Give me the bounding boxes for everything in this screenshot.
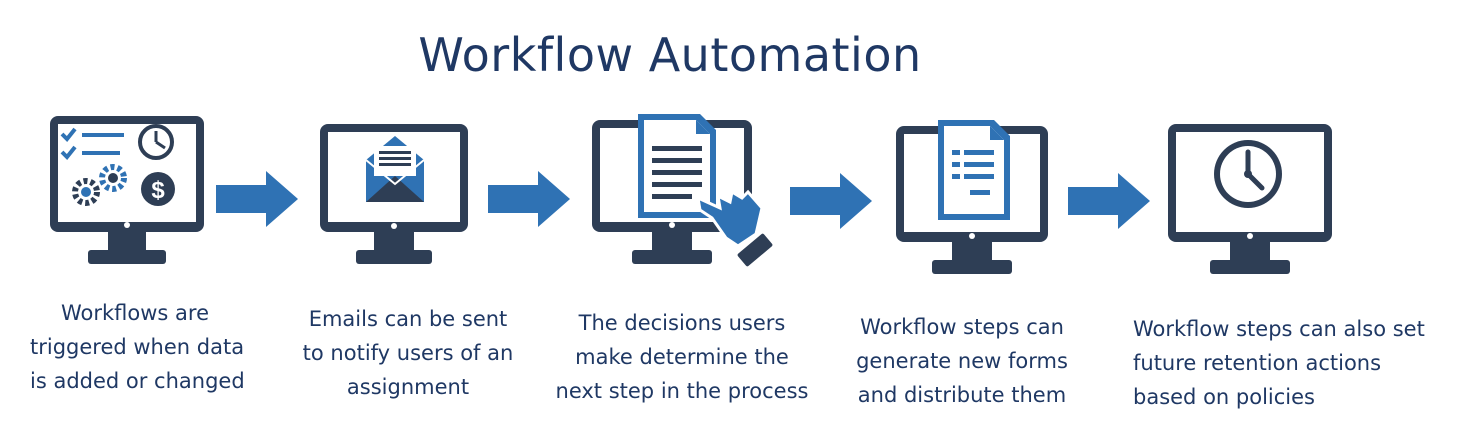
monitor-step-1: $ (50, 116, 204, 264)
caption-step-5: Workflow steps can also set future reten… (1133, 317, 1425, 409)
document-icon (638, 114, 716, 218)
monitor-step-4 (896, 120, 1048, 274)
arrow-4 (1068, 173, 1150, 229)
arrow-3 (790, 173, 872, 229)
form-document-icon (938, 120, 1010, 220)
monitor-step-3 (592, 114, 773, 267)
svg-text:$: $ (151, 177, 165, 204)
monitor-step-5 (1168, 124, 1332, 274)
diagram-title: Workflow Automation (418, 28, 922, 82)
pointing-hand-icon (696, 189, 773, 267)
caption-step-2: Emails can be sent to notify users of an… (302, 307, 514, 399)
gears-icon (72, 164, 127, 206)
arrow-2 (488, 171, 570, 227)
dollar-icon: $ (141, 172, 175, 206)
caption-step-3: The decisions users make determine the n… (555, 311, 809, 403)
monitor-step-2 (320, 124, 468, 264)
caption-step-4: Workflow steps can generate new forms an… (856, 315, 1068, 407)
arrow-1 (216, 171, 298, 227)
envelope-icon (365, 136, 425, 202)
clock-icon (138, 124, 174, 160)
clock-icon (1214, 140, 1282, 208)
checklist-icon (60, 127, 124, 160)
caption-step-1: Workflows are triggered when data is add… (30, 301, 245, 393)
